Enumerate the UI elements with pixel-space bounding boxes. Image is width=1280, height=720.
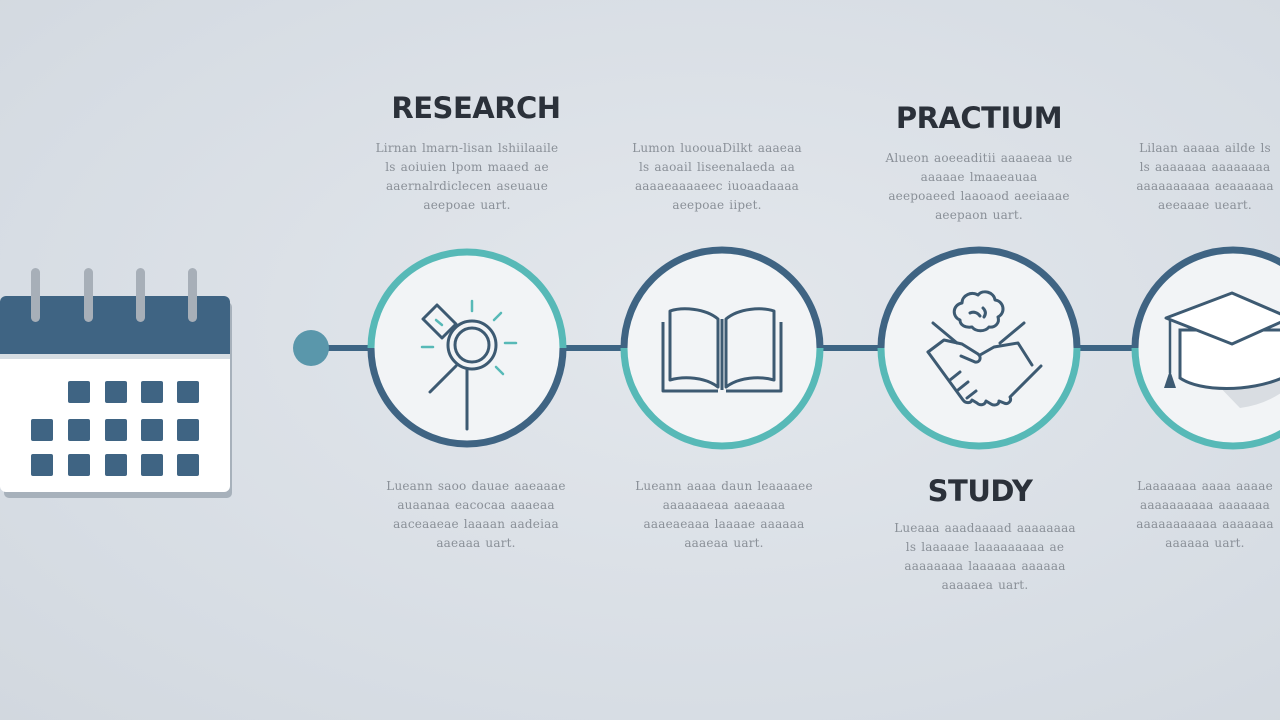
reading-description-top: Lumon luoouaDilkt aaaeaa ls aaoail lisee… <box>632 141 802 212</box>
study-description-bottom: Lueaaa aaadaaaad aaaaaaaa ls laaaaae laa… <box>894 521 1076 592</box>
practium-description-top: Alueon aoeeaditii aaaaeaa ue aaaaae lmaa… <box>885 151 1073 222</box>
calendar-icon <box>0 268 232 498</box>
step-research-node <box>367 248 567 448</box>
handshake-icon <box>926 290 1043 407</box>
graduation-description-bottom: Laaaaaaa aaaa aaaae aaaaaaaaaa aaaaaaa a… <box>1136 479 1274 550</box>
timeline-start-dot <box>293 330 329 366</box>
step-practium-node <box>877 246 1081 450</box>
research-description-top: Lirnan lmarn-lisan lshiilaaile ls aoiuie… <box>375 141 559 212</box>
reading-description-bottom: Lueann aaaa daun leaaaaee aaaaaaeaa aaea… <box>635 479 813 550</box>
step-reading-node <box>620 246 824 450</box>
graduation-cap-icon <box>1164 291 1280 408</box>
step-graduation-node <box>1131 246 1280 450</box>
practium-heading: PRACTIUM <box>895 101 1063 135</box>
study-heading: STUDY <box>927 474 1033 508</box>
research-description-bottom: Lueann saoo dauae aaeaaae auaanaa eacoca… <box>386 479 566 550</box>
graduation-description-top: Lilaan aaaaa ailde ls ls aaaaaaa aaaaaaa… <box>1136 141 1274 212</box>
research-heading: RESEARCH <box>391 91 561 125</box>
open-book-icon <box>661 307 783 393</box>
magnifier-icon <box>420 299 518 431</box>
